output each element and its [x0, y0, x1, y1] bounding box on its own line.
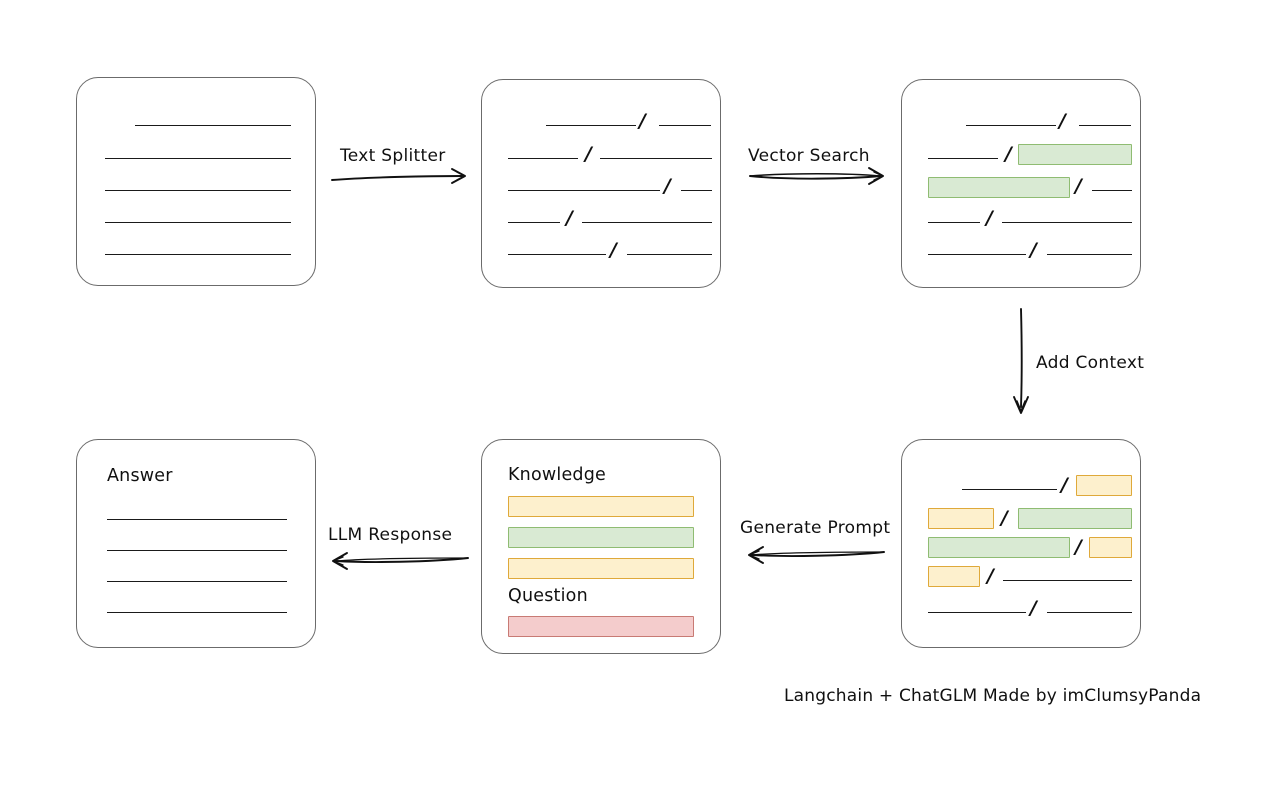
edge-label-generate-prompt: Generate Prompt [740, 518, 891, 538]
document-line [105, 190, 291, 191]
chunk-separator: / [1005, 143, 1012, 165]
chunk-line [1002, 222, 1132, 223]
document-line [135, 125, 291, 126]
answer-line [107, 519, 287, 520]
edge-label-vector-search: Vector Search [748, 146, 870, 166]
chunk-line [627, 254, 712, 255]
knowledge-chunk-green [508, 527, 694, 548]
chunk-separator: / [664, 175, 671, 197]
chunk-separator: / [986, 207, 993, 229]
document-line [105, 158, 291, 159]
chunk-line [928, 612, 1026, 613]
chunk-line [966, 125, 1056, 126]
context-chunk-highlight [928, 508, 994, 529]
chunk-separator: / [1061, 474, 1068, 496]
credit-text: Langchain + ChatGLM Made by imClumsyPand… [784, 686, 1202, 706]
chunk-separator: / [1075, 536, 1082, 558]
context-chunk-highlight [1089, 537, 1132, 558]
retrieved-chunk-highlight [1018, 508, 1132, 529]
chunk-separator: / [1059, 110, 1066, 132]
knowledge-label: Knowledge [508, 465, 606, 485]
arrow-text-splitter [331, 168, 466, 184]
arrow-llm-response [332, 552, 469, 570]
chunk-line [546, 125, 636, 126]
chunk-separator: / [585, 143, 592, 165]
chunk-line [681, 190, 712, 191]
arrow-generate-prompt [748, 546, 885, 564]
chunk-separator: / [1030, 239, 1037, 261]
chunk-line [508, 158, 578, 159]
retrieved-chunk-highlight [928, 177, 1070, 198]
retrieved-chunk-highlight [928, 537, 1070, 558]
chunk-line [582, 222, 712, 223]
arrow-add-context [1013, 308, 1029, 414]
chunk-line [508, 254, 606, 255]
chunk-separator: / [610, 239, 617, 261]
prompt-card[interactable]: Knowledge Question [481, 439, 721, 654]
chunk-line [928, 158, 998, 159]
chunk-line [600, 158, 712, 159]
chunk-separator: / [987, 565, 994, 587]
knowledge-chunk-yellow [508, 558, 694, 579]
retrieved-document-card[interactable]: / / / / / [901, 79, 1141, 288]
chunk-line [1047, 254, 1132, 255]
answer-line [107, 612, 287, 613]
chunk-line [962, 489, 1057, 490]
edge-label-text-splitter: Text Splitter [340, 146, 446, 166]
knowledge-chunk-yellow [508, 496, 694, 517]
answer-line [107, 550, 287, 551]
chunk-separator: / [1001, 507, 1008, 529]
chunk-line [1092, 190, 1132, 191]
chunk-line [1003, 580, 1132, 581]
chunk-line [659, 125, 711, 126]
chunk-line [928, 222, 980, 223]
chunk-separator: / [1075, 175, 1082, 197]
document-line [105, 222, 291, 223]
chunk-line [928, 254, 1026, 255]
answer-label: Answer [107, 466, 173, 486]
chunk-line [1047, 612, 1132, 613]
context-chunk-highlight [1076, 475, 1132, 496]
context-document-card[interactable]: / / / / / [901, 439, 1141, 648]
edge-label-llm-response: LLM Response [328, 525, 453, 545]
edge-label-add-context: Add Context [1036, 353, 1145, 373]
chunk-separator: / [566, 207, 573, 229]
chunk-line [508, 222, 560, 223]
chunk-line [508, 190, 660, 191]
answer-line [107, 581, 287, 582]
retrieved-chunk-highlight [1018, 144, 1132, 165]
chunk-separator: / [639, 110, 646, 132]
chunk-separator: / [1030, 597, 1037, 619]
question-label: Question [508, 586, 588, 606]
question-chunk-red [508, 616, 694, 637]
context-chunk-highlight [928, 566, 980, 587]
split-document-card[interactable]: / / / / / [481, 79, 721, 288]
source-document-card[interactable] [76, 77, 316, 286]
answer-card[interactable]: Answer [76, 439, 316, 648]
chunk-line [1079, 125, 1131, 126]
arrow-vector-search [749, 167, 884, 185]
document-line [105, 254, 291, 255]
